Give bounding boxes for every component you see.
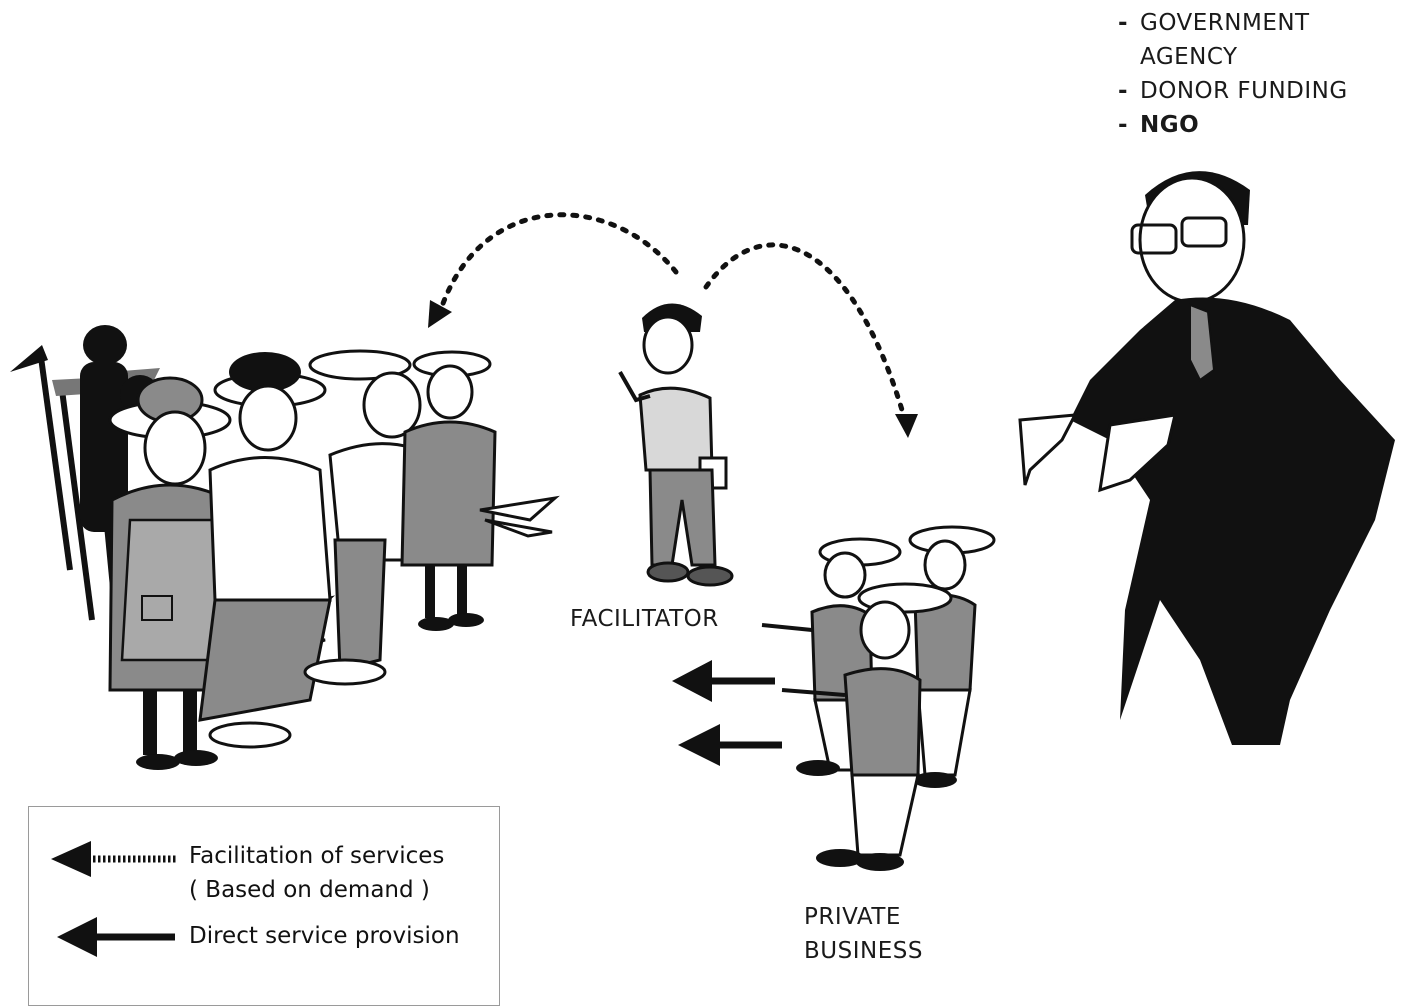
facilitation-arrowhead-business: [895, 414, 918, 438]
business-person-back: [908, 525, 996, 788]
legend-dotted-arrow-icon: [51, 841, 177, 877]
facilitation-arc-to-business: [703, 242, 908, 423]
private-business-group: [761, 525, 996, 871]
legend-box: Facilitation of services ( Based on dema…: [28, 806, 500, 1006]
funder-label: NGO: [1140, 112, 1200, 138]
facilitation-arc-to-farmers: [437, 212, 679, 315]
facilitator-figure: [618, 303, 734, 587]
legend-direct-label: Direct service provision: [189, 923, 460, 949]
funder-item-government: -GOVERNMENT: [1118, 6, 1348, 40]
funder-label: GOVERNMENT: [1140, 10, 1310, 36]
business-person-front: [781, 582, 953, 871]
legend-facilitation-label: Facilitation of services: [189, 843, 445, 869]
private-business-line2: BUSINESS: [804, 938, 923, 964]
farmer-man-kneeling: [198, 352, 332, 749]
business-person-left: [761, 537, 902, 776]
funder-list: -GOVERNMENT AGENCY -DONOR FUNDING -NGO: [1118, 6, 1348, 142]
funder-label: DONOR FUNDING: [1140, 78, 1348, 104]
facilitation-arrowhead-farmers: [428, 300, 452, 328]
private-business-label: PRIVATE BUSINESS: [804, 900, 923, 968]
list-dash: -: [1118, 112, 1129, 138]
legend-facilitation-sublabel: ( Based on demand ): [189, 877, 430, 903]
direct-provision-arrow-1: [672, 660, 775, 702]
list-dash: -: [1118, 10, 1129, 36]
funder-businessman: [1018, 171, 1395, 745]
funder-item-ngo: -NGO: [1118, 108, 1348, 142]
private-business-line1: PRIVATE: [804, 904, 901, 930]
farmers-group: [10, 325, 560, 770]
hedge-shears: [479, 495, 560, 538]
funder-item-donor: -DONOR FUNDING: [1118, 74, 1348, 108]
farmer-woman-right: [400, 350, 497, 631]
list-dash: -: [1118, 78, 1129, 104]
funder-label: AGENCY: [1140, 44, 1238, 70]
facilitator-label: FACILITATOR: [570, 606, 719, 632]
direct-provision-arrow-2: [678, 724, 782, 766]
funder-item-government-cont: AGENCY: [1118, 40, 1348, 74]
farmer-woman-front: [108, 376, 240, 770]
legend-solid-arrow-icon: [57, 917, 175, 957]
